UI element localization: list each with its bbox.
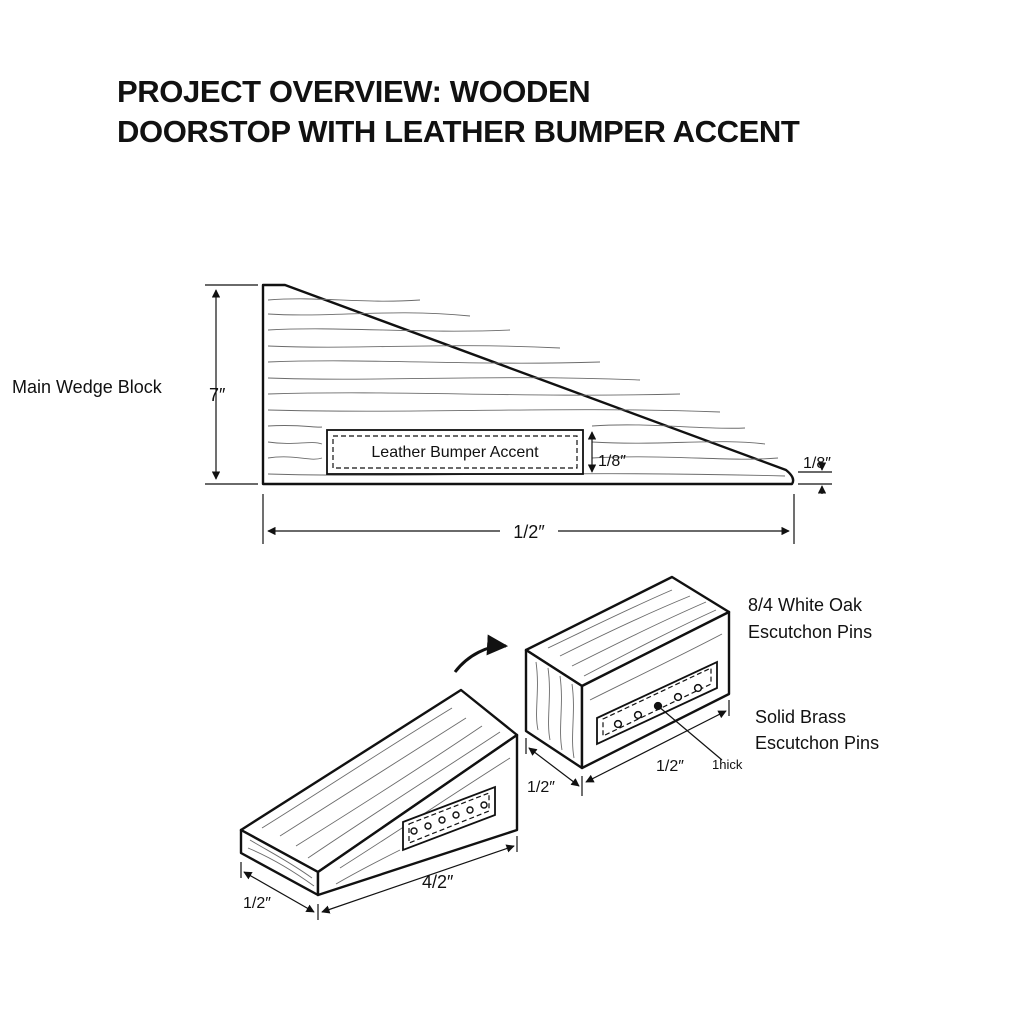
accent-height-label: 1/8″ [598,453,626,470]
block-width-label: 1/2″ [527,779,555,796]
assembly-arrow [453,634,509,673]
title-line-2: DOORSTOP WITH LEATHER BUMPER ACCENT [117,114,800,149]
brass-pin [466,806,474,814]
tip-label: 1/8″ [803,455,831,472]
iso-wedge-bumper-stitching [408,792,490,844]
brass-pin [410,827,418,835]
wedge-width-label: 1/2″ [243,895,271,912]
escutcheon-pin [633,710,643,720]
iso-wedge: 1/2″ 4/2″ [239,688,519,920]
title-line-1: PROJECT OVERVIEW: WOODEN [117,74,590,109]
brass-pin [452,811,460,819]
brass-pin [424,822,432,830]
escutcheon-pin [693,683,703,693]
length-label: 1/2″ [513,522,545,542]
brass-pin [480,801,488,809]
block-length-label: 1/2″ [656,758,684,775]
pins-label-2: Escutchon Pins [755,733,879,753]
leather-bumper-accent-box [326,429,584,475]
block-thick-label: 1hick [712,757,743,772]
block-material-label-2: Escutchon Pins [748,622,872,642]
block-length-dimension [585,710,727,783]
block-material-label-1: 8/4 White Oak [748,595,863,615]
leather-bumper-stitching [332,435,578,469]
escutcheon-pin [613,719,623,729]
block-width-dimension [528,747,580,787]
side-wedge-grain [267,298,786,477]
main-wedge-label: Main Wedge Block [12,377,163,397]
wedge-length-label: 4/2″ [422,872,454,892]
wedge-length-dimension [321,844,515,914]
iso-block: 8/4 White Oak Escutchon Pins Solid Brass… [524,575,879,796]
brass-pin [438,816,446,824]
iso-block-grain [535,589,723,759]
leather-bumper-label: Leather Bumper Accent [371,444,539,461]
iso-wedge-bumper [402,785,496,852]
side-view: Leather Bumper Accent 1/8″ 7″ Main Wedge… [12,283,832,544]
pins-label-1: Solid Brass [755,707,846,727]
wedge-width-dimension [243,871,315,913]
height-label: 7″ [209,385,226,405]
escutcheon-pin [673,692,683,702]
